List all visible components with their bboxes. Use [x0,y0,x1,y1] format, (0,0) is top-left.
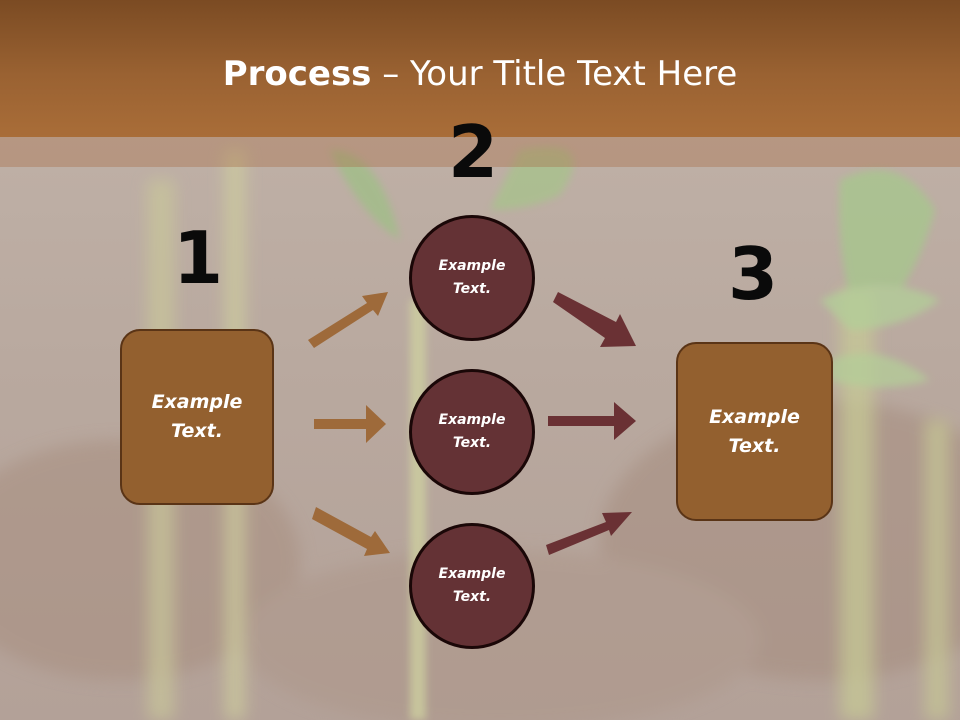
title-rest: – Your Title Text Here [371,54,738,94]
step-1-box: Example Text. [120,329,274,505]
title-strip [0,137,960,167]
circle-bottom-text: Example Text. [438,566,506,605]
title-band [0,0,960,137]
arrow-down-right-2 [553,292,636,347]
circle-top-text: Example Text. [438,258,506,297]
step-2-circle-middle: Example Text. [409,369,535,495]
arrows-to-circles [308,292,390,556]
title-bold: Process [222,54,372,94]
step-2-circle-top: Example Text. [409,215,535,341]
circle-middle-text: Example Text. [438,412,506,451]
step-3-box-text: Example Text. [709,405,800,457]
arrow-up-right-2 [546,512,632,555]
arrow-right-middle-2 [548,402,636,440]
step-number-3: 3 [727,232,779,316]
arrows-to-box [546,292,636,555]
step-number-1: 1 [172,216,224,300]
step-1-box-text: Example Text. [151,391,243,442]
step-number-2: 2 [447,110,499,194]
step-2-circle-bottom: Example Text. [409,523,535,649]
arrow-right-middle [314,405,386,443]
arrow-up-right [308,292,388,348]
arrow-down-right [312,507,390,556]
slide-title: Process – Your Title Text Here [0,52,960,96]
step-3-box: Example Text. [676,342,833,521]
